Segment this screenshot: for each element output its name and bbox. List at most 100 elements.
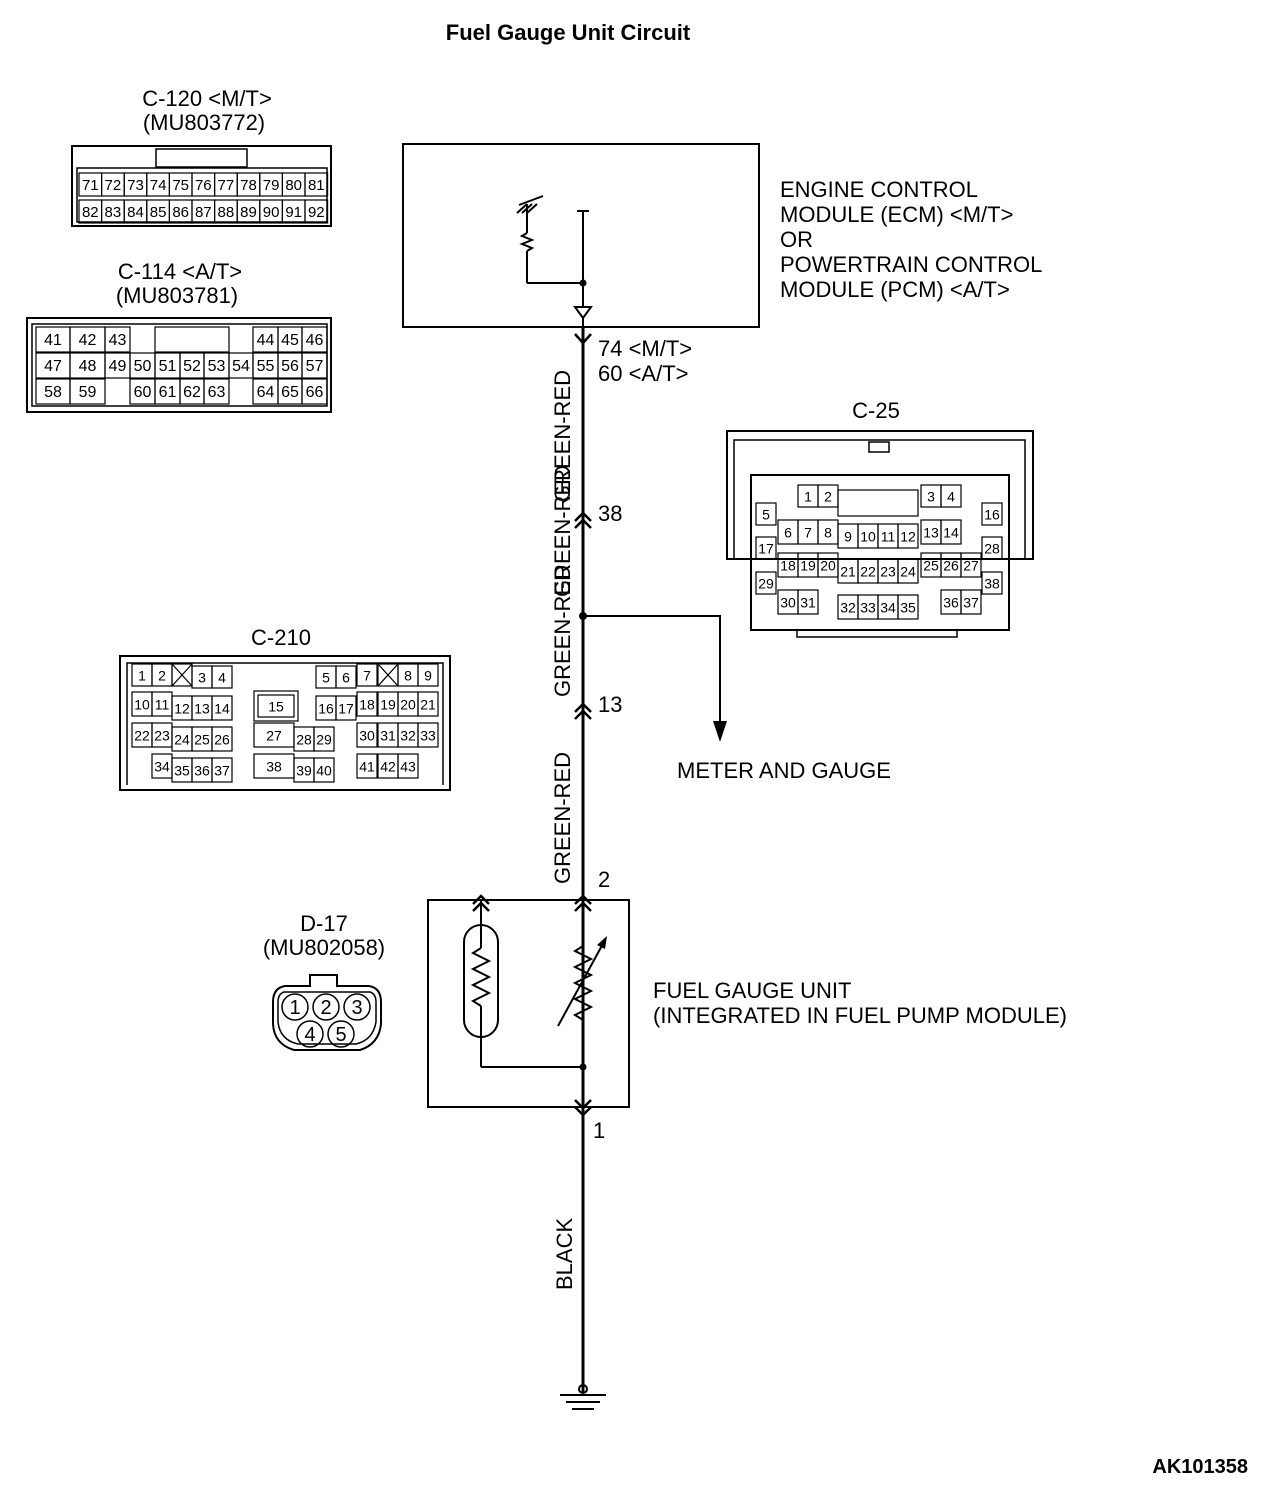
c25-pin-22-label: 22 [860,564,876,580]
c210-pin-37-cell [211,757,233,783]
c114-pin-54-label: 54 [232,358,250,375]
c25-pin-32-label: 32 [840,600,856,616]
c210-pin-21-cell [417,691,439,717]
c210-pin-30-cell [356,722,378,748]
c210-pin-15-cell [257,694,295,718]
wire-color-label-1: GREEN-RED [550,370,575,502]
fuel-unit-junction-dot [579,1063,587,1071]
c25-pin-17-cell [755,536,777,560]
c25-pin-25-label: 25 [923,558,939,574]
fuel-gauge-unit [427,899,630,1108]
c120-pin-82-label: 82 [82,204,99,221]
c210-pin-9-cell [417,663,439,687]
c114-pin-55-label: 55 [257,358,275,375]
c25-name: C-25 [852,398,900,423]
c25-pin-4-cell [940,484,962,508]
c120-pin-92-label: 92 [308,204,325,221]
ecm-label-line-4: POWERTRAIN CONTROL [780,252,1042,277]
c25-pin-23-label: 23 [880,564,896,580]
c25-pin-19-label: 19 [800,558,816,574]
c25-pin-16-cell [981,502,1003,526]
ecm-junction-dot [579,279,587,287]
c25-blank-block [837,489,919,517]
meter-and-gauge-label: METER AND GAUGE [677,758,891,783]
c210-pin-42-label: 42 [380,759,396,775]
variable-resistor-arrow [597,936,607,949]
c114-pin-46-cell [301,326,328,353]
c114-pin-45-label: 45 [281,332,299,349]
c210-unused-cavity [171,663,193,687]
d17-part: (MU802058) [263,935,385,960]
c210-pin-26-label: 26 [214,732,230,748]
c210-pin-16-label: 16 [318,701,334,717]
c210-pin-19-label: 19 [380,697,396,713]
c25-pin-4-label: 4 [947,489,955,505]
c25-pin-28-cell [981,536,1003,560]
c210-pin-10-label: 10 [134,697,150,713]
connector-38-label: 38 [598,501,622,526]
c25-pin-21-label: 21 [840,564,856,580]
c114-pin-59-label: 59 [79,384,97,401]
c25-pin-28-label: 28 [984,541,1000,557]
c25-pin-34-label: 34 [880,600,896,616]
c120-pin-80-label: 80 [285,177,302,194]
c210-pin-21-label: 21 [420,697,436,713]
c120-pin-83-label: 83 [105,204,122,221]
ecm-label-line-1: ENGINE CONTROL [780,177,978,202]
meter-branch-wire [583,615,721,722]
c210-pin-28-label: 28 [296,732,312,748]
c210-pin-7-label: 7 [363,668,371,684]
ecm-terminal-chevron [574,333,592,345]
c120-pin-79-label: 79 [263,177,280,194]
c120-pin-90-label: 90 [263,204,280,221]
c25-pin-24-label: 24 [900,564,916,580]
ecm-module [402,143,760,328]
c210-pin-29-label: 29 [316,732,332,748]
c120-pin-72-label: 72 [105,177,122,194]
c114-pin-66-cell [301,378,328,405]
d17-pin-1-label: 1 [289,997,300,1019]
c25-pin-20-label: 20 [820,558,836,574]
c210-pin-23-label: 23 [154,728,170,744]
c120-pin-87-label: 87 [195,204,212,221]
c114-pin-50-label: 50 [134,358,152,375]
c114-name: C-114 <A/T> [118,259,242,284]
c210-pin-18-cell [356,691,378,717]
c210-pin-13-label: 13 [194,701,210,717]
c25-pin-8-label: 8 [824,525,832,541]
c114-part: (MU803781) [116,283,238,308]
connector-1-symbol [574,1099,592,1117]
ecm-label-line-5: MODULE (PCM) <A/T> [780,277,1010,302]
c210-unused-mark [171,663,193,687]
c210-pin15-recess [253,690,299,722]
d17-pin-4-cavity [296,1020,324,1048]
c25-pin-17-label: 17 [758,541,774,557]
d17-pin-3-label: 3 [351,997,362,1019]
c210-pin-1-label: 1 [138,668,146,684]
c210-pin-29-cell [313,726,335,752]
c25-pin-35-cell [897,594,919,620]
d17-pin-5-label: 5 [335,1024,346,1046]
c210-pin-22-label: 22 [134,728,150,744]
c210-pin-5-label: 5 [322,670,330,686]
c25-pin-33-label: 33 [860,600,876,616]
c120-pin-75-label: 75 [172,177,189,194]
c120-pin-71-label: 71 [82,177,99,194]
c25-pin-5-label: 5 [762,507,770,523]
c210-pin-43-cell [397,753,419,779]
c120-pin-81-cell [304,172,329,197]
connector-13-label: 13 [598,692,622,717]
c210-pin-7-cell [356,663,378,687]
c210-pin-31-label: 31 [380,728,396,744]
ecm-label-line-2: MODULE (ECM) <M/T> [780,202,1013,227]
c210-pin-37-label: 37 [214,763,230,779]
ecm-label-line-3: OR [780,227,813,252]
c25-pin-16-label: 16 [984,507,1000,523]
c210-unused-cavity [377,663,399,687]
wire-color-label-3: GREEN-RED [550,565,575,697]
ecm-terminal-mt: 74 <M/T> [598,336,692,361]
connector-1-label: 1 [593,1118,605,1143]
